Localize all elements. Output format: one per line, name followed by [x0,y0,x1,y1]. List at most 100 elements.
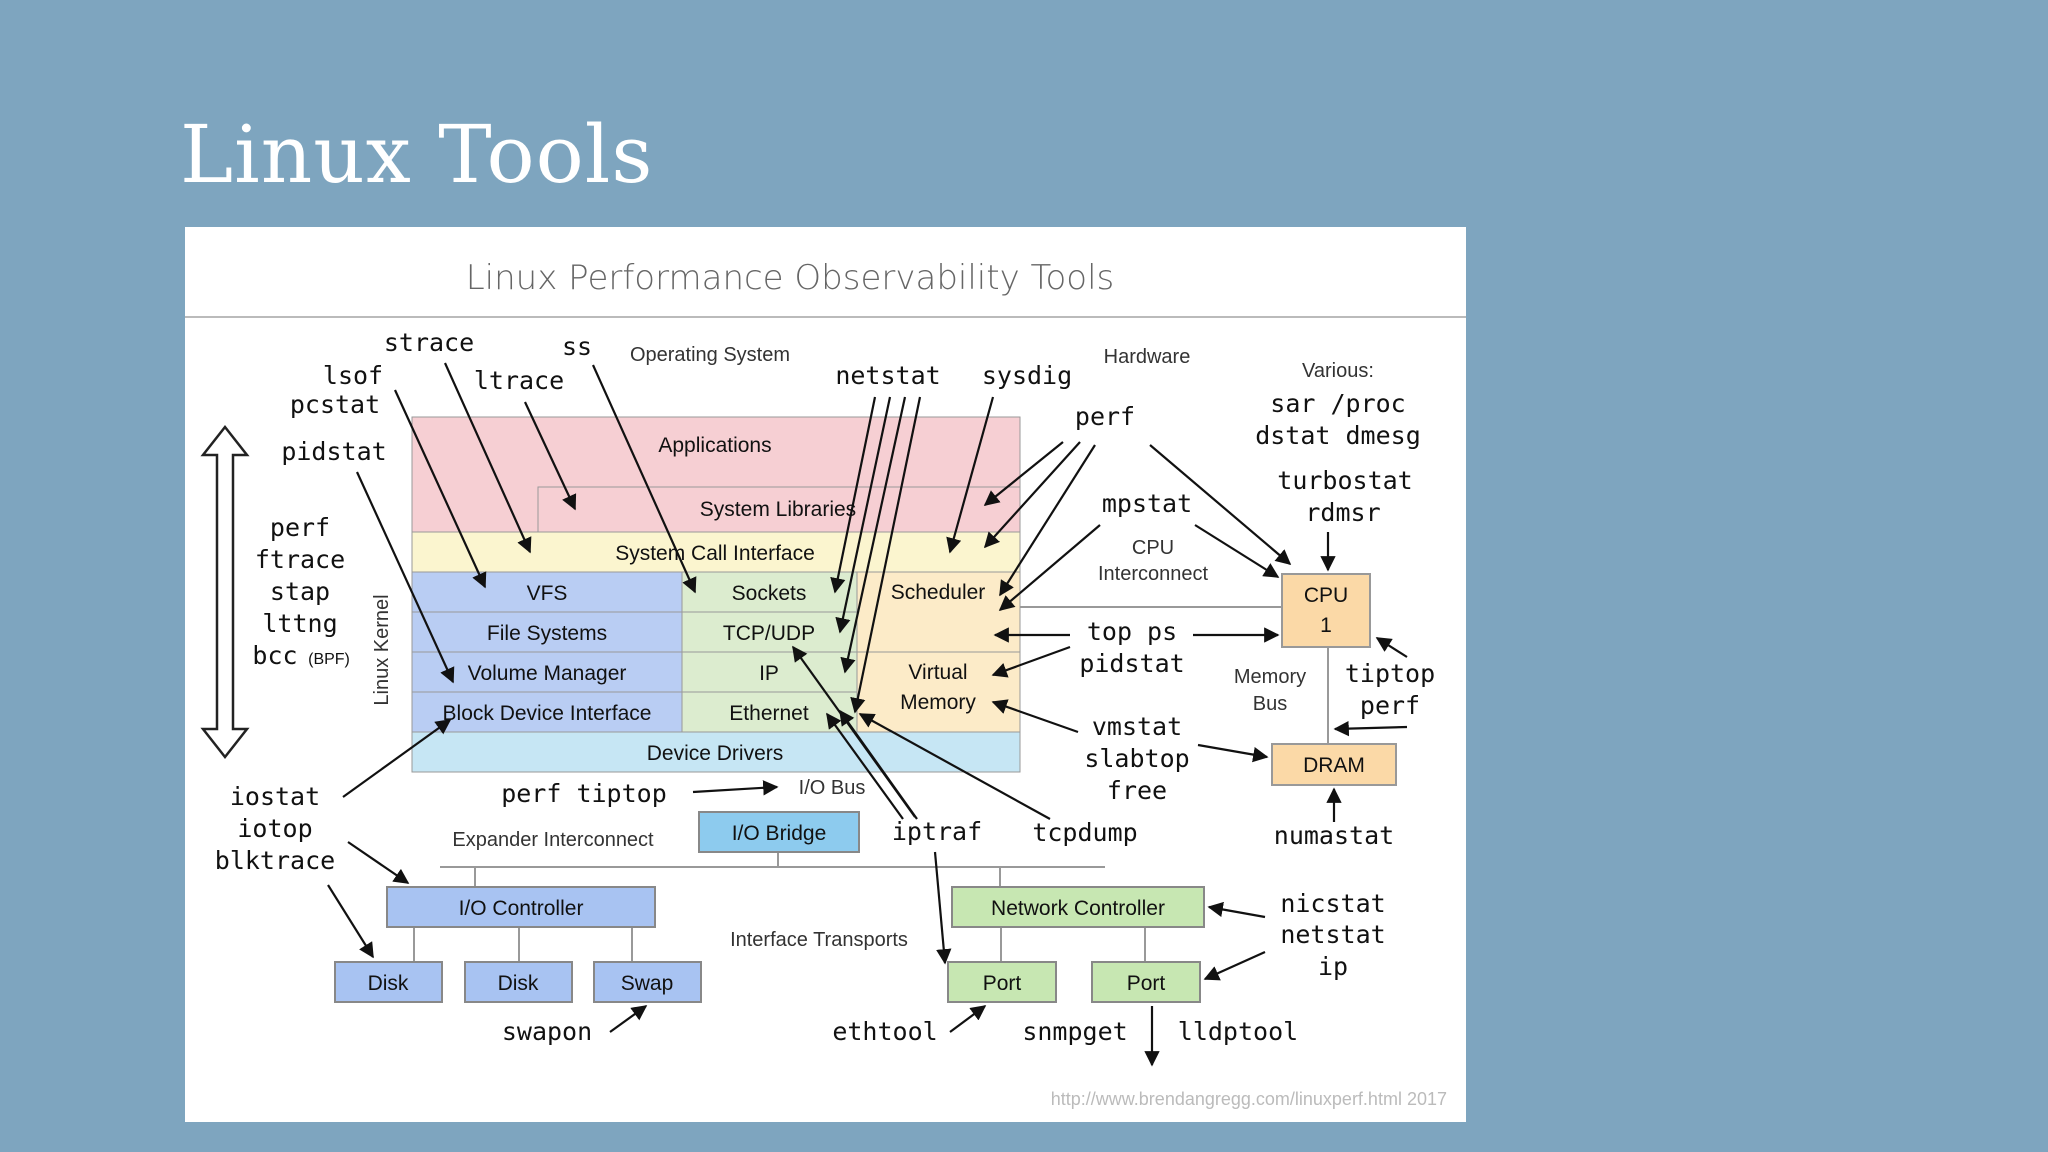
tool-tcpdump: tcpdump [1032,818,1137,847]
tool-snmpget: snmpget [1022,1017,1127,1046]
tool-iotop: iotop [237,814,312,843]
sockets-label: Sockets [732,582,807,605]
arrow-blktrace-disk [327,884,374,959]
cpu-label: CPU [1304,584,1348,607]
arrow-tiptop-cpu [1375,637,1408,658]
io-controller-box [386,886,656,928]
tool-slabtop: slabtop [1084,744,1189,773]
ip-label: IP [759,662,779,685]
tool-perf-top: perf [1075,402,1135,431]
tool-pcstat: pcstat [290,390,380,419]
arrow-sysdig-syscall [946,396,995,554]
arrow-perf-cpu [1149,444,1292,565]
disk-2-box [464,961,573,1003]
memory-bus-label-1: Memory [1234,666,1306,688]
arrow-ss-sockets [591,364,697,594]
arrow-swapon-swap [609,1005,648,1033]
tool-lttng: lttng [262,609,337,638]
slide-title: Linux Tools [180,108,654,201]
tool-ip: ip [1318,952,1348,981]
arrow-ip-port [1203,950,1266,981]
arrow-nicstat-nic [1207,901,1266,919]
tool-nicstat: nicstat [1280,889,1385,918]
linux-observability-diagram: Linux Performance Observability Tools Ap… [185,227,1466,1122]
arrow-iostat-block [342,719,452,798]
tool-bcc-bpf: (BPF) [308,651,350,668]
io-bus-label: I/O Bus [799,777,866,799]
device-drivers-label: Device Drivers [647,742,784,765]
diagram-title: Linux Performance Observability Tools [466,258,1115,298]
ip-box [681,651,858,693]
tool-perf-cpu: perf [1360,691,1420,720]
tool-pidstat-left: pidstat [281,437,386,466]
expander-label: Expander Interconnect [452,829,654,851]
kernel-label: Linux Kernel [371,594,393,705]
tool-iostat: iostat [230,782,320,811]
network-controller-label: Network Controller [991,897,1165,920]
tool-bcc: bcc [252,641,297,670]
arrow-lsof-vfs [393,389,487,589]
port-2-label: Port [1127,972,1166,995]
tcp-udp-label: TCP/UDP [723,622,815,645]
arrow-perftiptop-iobus [692,780,779,796]
tool-strace: strace [384,328,474,357]
arrow-perf-dram [1333,720,1408,737]
scheduler-label: Scheduler [891,581,986,604]
vfs-label: VFS [527,582,568,605]
tool-ftrace: ftrace [255,545,345,574]
various-label: Various: [1302,360,1374,382]
tool-lldptool: lldptool [1178,1017,1298,1046]
tool-numastat: numastat [1274,821,1394,850]
tool-turbostat: turbostat [1277,466,1412,495]
tool-netstat-right: netstat [1280,920,1385,949]
tool-pidstat-mid: pidstat [1079,649,1184,678]
arrow-perf-scheduler [999,444,1096,597]
io-bridge-label: I/O Bridge [732,822,827,845]
io-controller-label: I/O Controller [459,897,584,920]
tool-perf-tiptop: perf tiptop [501,779,667,808]
tool-top-ps: top ps [1087,617,1177,646]
disk-1-box [334,961,443,1003]
hardware-wires [413,606,1329,962]
tool-mpstat: mpstat [1102,489,1192,518]
dram-label: DRAM [1303,754,1365,777]
tool-sar-proc: sar /proc [1270,389,1405,418]
arrow-pidstat-volume [355,471,455,684]
cpu-interconnect-label-1: CPU [1132,537,1174,559]
arrow-strace-syscall [443,362,532,554]
arrow-netstat-eth [850,396,922,714]
tool-labels: strace ss lsof ltrace pcstat pidstat net… [215,328,1435,1046]
arrow-netstat-sockets [830,396,877,594]
tool-netstat: netstat [835,361,940,390]
tool-perf-side: perf [270,513,330,542]
disk-2-label: Disk [498,972,539,995]
arrow-tcpdump-eth [858,713,1051,820]
tcp-udp-box [681,611,858,653]
hardware-label: Hardware [1104,346,1191,368]
tool-lsof: lsof [323,361,383,390]
tool-ethtool: ethtool [832,1017,937,1046]
arrow-iptraf-eth1 [826,712,904,820]
arrow-blktrace-controller [347,841,410,884]
arrow-perf-syscall [983,441,1081,549]
cpu-box [1281,573,1371,648]
tool-ss: ss [562,332,592,361]
arrow-ethtool-port [949,1005,987,1033]
swap-label: Swap [621,972,674,995]
tool-stap: stap [270,577,330,606]
arrow-perf-libs [983,441,1064,506]
hardware: CPU 1 DRAM I/O Bridge I/O Controller Dis… [334,573,1397,1003]
device-drivers-layer [411,731,1021,773]
arrow-iptraf-port [933,851,952,965]
tool-sysdig: sysdig [982,361,1072,390]
tool-tiptop: tiptop [1345,659,1435,688]
port-1-label: Port [983,972,1022,995]
scheduler-box [856,571,1021,653]
volume-manager-label: Volume Manager [468,662,627,685]
memory-bus-label-2: Bus [1253,693,1287,715]
system-libraries-label: System Libraries [700,498,856,521]
tool-vmstat: vmstat [1092,712,1182,741]
arrow-netstat-tcp [835,396,892,634]
arrow-iptraf-eth2 [839,709,918,820]
volume-manager-box [411,651,683,693]
